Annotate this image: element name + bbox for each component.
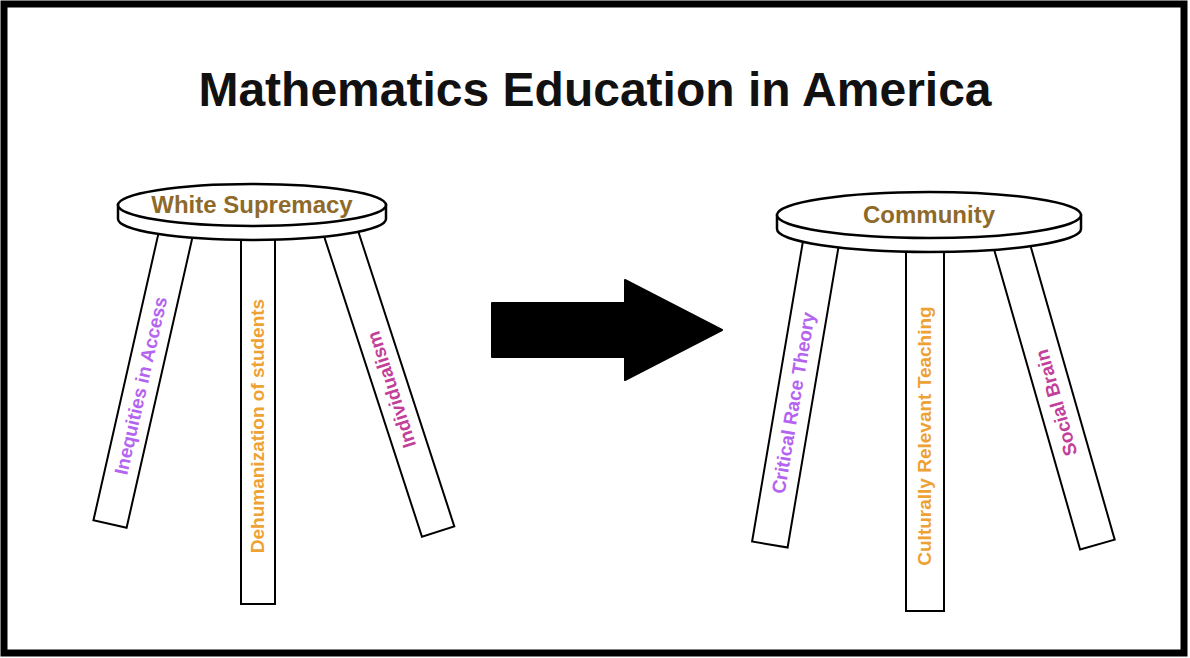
seat-top xyxy=(777,192,1081,238)
title: Mathematics Education in America xyxy=(0,62,1190,118)
block-arrow xyxy=(492,280,722,380)
leg-label: Critical Race Theory xyxy=(768,310,820,495)
frame-rect xyxy=(4,4,1184,653)
leg-label: Dehumanization of students xyxy=(247,299,269,553)
stool-leg: Social Brain xyxy=(992,233,1117,550)
stool-leg: Individualism xyxy=(321,219,455,537)
stool-leg: Dehumanization of students xyxy=(240,225,276,605)
stool-leg: Culturally Relevant Teaching xyxy=(905,238,945,612)
leg-label: Culturally Relevant Teaching xyxy=(914,306,936,565)
leg-label: Individualism xyxy=(362,328,421,450)
stool-seat: White Supremacy xyxy=(116,182,388,242)
title-text: Mathematics Education in America xyxy=(198,63,991,116)
seat-label: White Supremacy xyxy=(151,191,352,219)
stool-leg: Inequities in Access xyxy=(92,221,195,529)
stool-leg: Critical Race Theory xyxy=(751,235,840,548)
leg-label: Social Brain xyxy=(1031,346,1082,458)
leg-label: Inequities in Access xyxy=(111,295,173,477)
stool-seat: Community xyxy=(775,190,1083,254)
seat-top xyxy=(118,184,386,226)
seat-label: Community xyxy=(863,201,995,229)
